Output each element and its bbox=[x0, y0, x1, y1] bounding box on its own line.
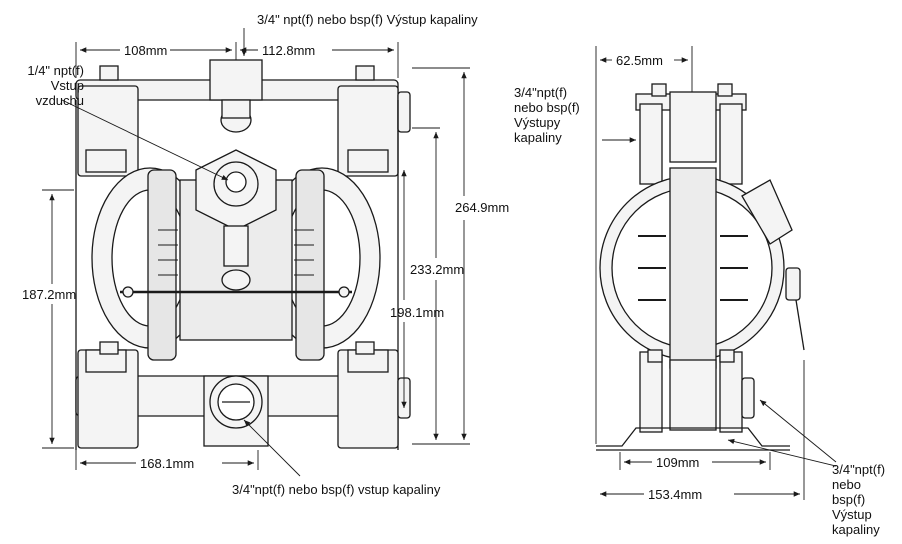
side-view-dimensions bbox=[595, 46, 837, 500]
dim-112-8-label: 112.8mm bbox=[262, 43, 316, 58]
dim-233-2-label: 233.2mm bbox=[410, 262, 465, 277]
fluid-outlet-top-label: 3/4" npt(f) nebo bsp(f) Výstup kapaliny bbox=[257, 12, 478, 27]
dim-187-2-label: 187.2mm bbox=[22, 287, 77, 302]
fluid-inlet-bottom-label: 3/4"npt(f) nebo bsp(f) vstup kapaliny bbox=[232, 482, 441, 497]
fluid-outlet-side-bottom-label: 3/4"npt(f) nebo bsp(f) Výstup kapaliny bbox=[832, 462, 886, 537]
dim-62-5-label: 62.5mm bbox=[616, 53, 663, 68]
fluid-outlets-side-label: 3/4"npt(f) nebo bsp(f) Výstupy kapaliny bbox=[514, 85, 580, 145]
side-view-pump bbox=[596, 83, 805, 451]
air-inlet-label: 1/4" npt(f) Vstup vzduchu bbox=[27, 63, 84, 108]
dim-198-1-label: 198.1mm bbox=[390, 305, 445, 320]
dim-108-label: 108mm bbox=[124, 43, 168, 58]
dim-153-4-label: 153.4mm bbox=[648, 487, 703, 502]
front-view-pump bbox=[75, 59, 411, 450]
front-view-dimensions bbox=[42, 28, 470, 477]
dim-264-9-label: 264.9mm bbox=[455, 200, 510, 215]
dim-168-1-label: 168.1mm bbox=[140, 456, 195, 471]
dim-109-label: 109mm bbox=[656, 455, 700, 470]
